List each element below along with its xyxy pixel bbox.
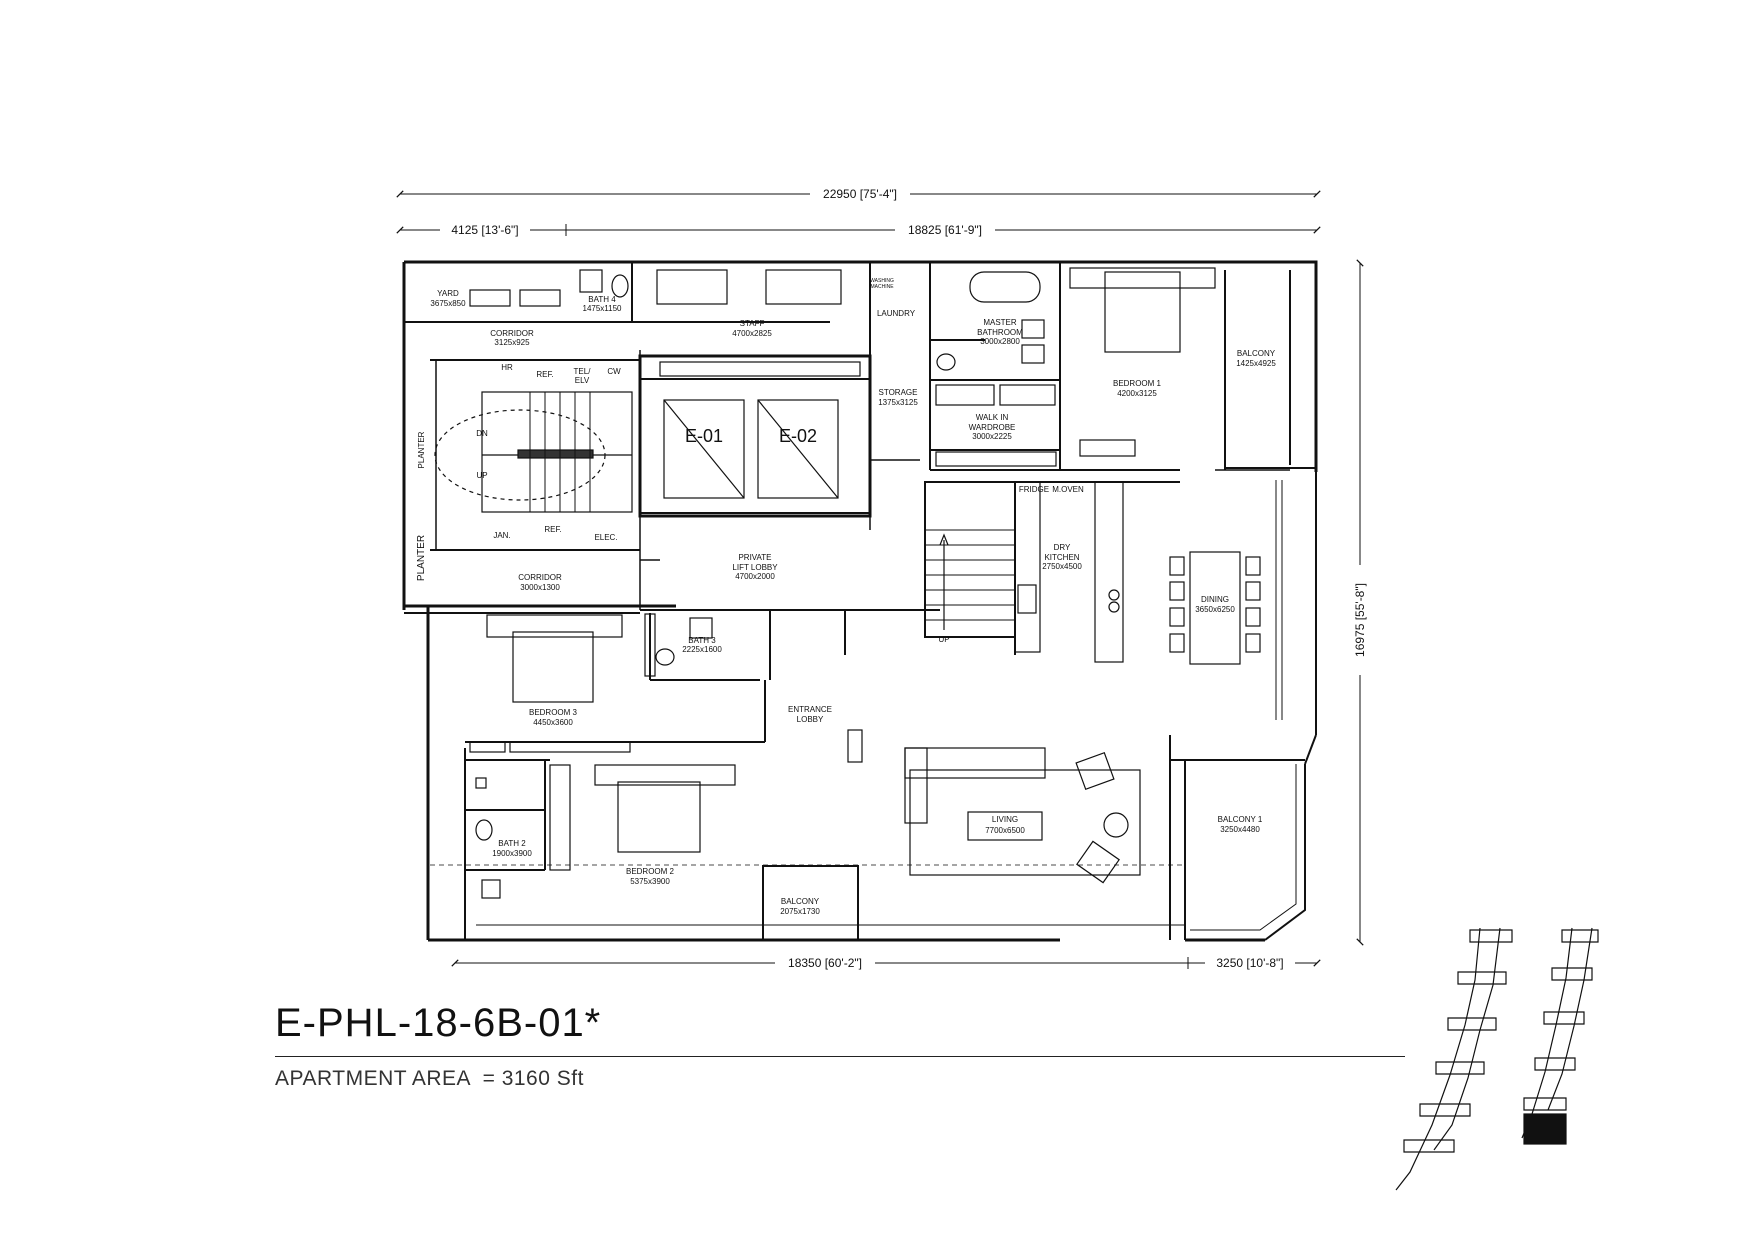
dim-top-overall: 22950 [75'-4"]	[823, 187, 897, 201]
label-planter-2: PLANTER	[416, 535, 427, 581]
label-fridge: FRIDGE	[1019, 485, 1049, 494]
room-name-dining: DINING	[1201, 595, 1229, 604]
room-name-bedroom3: BEDROOM 3	[529, 708, 578, 717]
area-eq: =	[482, 1067, 496, 1090]
dim-top-right: 18825 [61'-9"]	[908, 223, 982, 237]
room-name-bedroom1: BEDROOM 1	[1113, 379, 1162, 388]
fixture-labels: HR REF. TEL/ ELV CW DN UP JAN. REF. ELEC…	[416, 278, 1084, 644]
lift-label-e01: E-01	[685, 426, 723, 446]
dim-bottom-left: 18350 [60'-2"]	[788, 956, 862, 970]
dim-bottom-right: 3250 [10'-8"]	[1216, 956, 1283, 970]
area-label: APARTMENT AREA	[275, 1067, 470, 1090]
room-size-corridor-top: 3125x925	[494, 338, 530, 347]
room-name2-walkin: WARDROBE	[969, 423, 1016, 432]
furniture	[430, 267, 1261, 899]
label-ref-top: REF.	[536, 370, 553, 379]
room-name-corridor-bottom: CORRIDOR	[518, 573, 562, 582]
room-name-balcony-small: BALCONY	[781, 897, 820, 906]
room-name-bath3: BATH 3	[688, 636, 716, 645]
label-cw: CW	[607, 367, 621, 376]
label-up-main: UP	[938, 635, 949, 644]
dim-top-left: 4125 [13'-6"]	[451, 223, 518, 237]
room-name-entrance: ENTRANCE	[788, 705, 832, 714]
label-elec: ELEC.	[594, 533, 617, 542]
room-name-walkin: WALK IN	[976, 413, 1009, 422]
room-name2-lift-lobby: LIFT LOBBY	[732, 563, 778, 572]
room-name-bath2: BATH 2	[498, 839, 526, 848]
room-name-balcony-top: BALCONY	[1237, 349, 1276, 358]
room-name-balcony1: BALCONY 1	[1218, 815, 1263, 824]
label-planter-1: PLANTER	[417, 431, 426, 468]
label-ref-bottom: REF.	[544, 525, 561, 534]
room-name-storage: STORAGE	[879, 388, 918, 397]
unit-code: E-PHL-18-6B-01*	[275, 1001, 602, 1045]
room-name-lift-lobby: PRIVATE	[738, 553, 771, 562]
key-plan-unit-highlight	[1523, 1113, 1567, 1145]
room-name-master-bath: MASTER	[983, 318, 1017, 327]
label-dn: DN	[476, 429, 488, 438]
room-name-bedroom2: BEDROOM 2	[626, 867, 675, 876]
lift-label-e02: E-02	[779, 426, 817, 446]
room-name-yard: YARD	[437, 289, 459, 298]
label-washer-2: MACHINE	[870, 284, 894, 290]
room-name2-master-bath: BATHROOM	[977, 328, 1023, 337]
room-size-storage: 1375x3125	[878, 398, 918, 407]
title-divider	[275, 1056, 1405, 1057]
dim-right-overall: 16975 [55'-8"]	[1353, 583, 1367, 657]
label-up-stair: UP	[476, 471, 487, 480]
room-size-dry-kitchen: 2750x4500	[1042, 562, 1082, 571]
room-name-dry-kitchen: DRY	[1054, 543, 1071, 552]
room-name-living: LIVING	[992, 815, 1018, 824]
room-name-bath4: BATH 4	[588, 295, 616, 304]
room-size-bedroom2: 5375x3900	[630, 877, 670, 886]
room-size-lift-lobby: 4700x2000	[735, 572, 775, 581]
room-name2-entrance: LOBBY	[797, 715, 824, 724]
room-size-bath4: 1475x1150	[583, 304, 623, 313]
room-size-balcony-top: 1425x4925	[1236, 359, 1276, 368]
room-size-bedroom3: 4450x3600	[533, 718, 573, 727]
label-jan: JAN.	[493, 531, 510, 540]
label-washer: WASHING	[870, 278, 894, 284]
room-size-dining: 3650x6250	[1195, 605, 1235, 614]
label-moven: M.OVEN	[1052, 485, 1084, 494]
label-elv: ELV	[575, 376, 590, 385]
room-name-staff: STAFF	[740, 319, 765, 328]
room-size-walkin: 3000x2225	[972, 432, 1012, 441]
room-size-staff: 4700x2825	[732, 329, 772, 338]
room-size-balcony-small: 2075x1730	[780, 907, 820, 916]
label-tel: TEL/	[574, 367, 592, 376]
walls	[402, 260, 1318, 942]
title-block: E-PHL-18-6B-01* APARTMENT AREA = 3160 Sf…	[275, 1000, 1405, 1091]
key-plan	[1395, 927, 1599, 1191]
apartment-area: APARTMENT AREA = 3160 Sft	[275, 1067, 1405, 1091]
room-size-bath2: 1900x3900	[492, 849, 532, 858]
room-size-master-bath: 3000x2800	[980, 337, 1020, 346]
room-size-corridor-bottom: 3000x1300	[520, 583, 560, 592]
room-name2-dry-kitchen: KITCHEN	[1044, 553, 1079, 562]
dimension-labels: 22950 [75'-4"] 4125 [13'-6"] 18825 [61'-…	[440, 186, 1370, 970]
room-size-bath3: 2225x1600	[682, 645, 722, 654]
room-size-living: 7700x6500	[985, 826, 1025, 835]
room-size-bedroom1: 4200x3125	[1117, 389, 1157, 398]
room-size-balcony1: 3250x4480	[1220, 825, 1260, 834]
room-labels: YARD 3675x850 BATH 4 1475x1150 STAFF 470…	[430, 289, 1276, 916]
label-hr: HR	[501, 363, 513, 372]
room-name-laundry: LAUNDRY	[877, 309, 916, 318]
area-value: 3160 Sft	[501, 1067, 584, 1090]
room-name-corridor-top: CORRIDOR	[490, 329, 534, 338]
room-size-yard: 3675x850	[430, 299, 466, 308]
